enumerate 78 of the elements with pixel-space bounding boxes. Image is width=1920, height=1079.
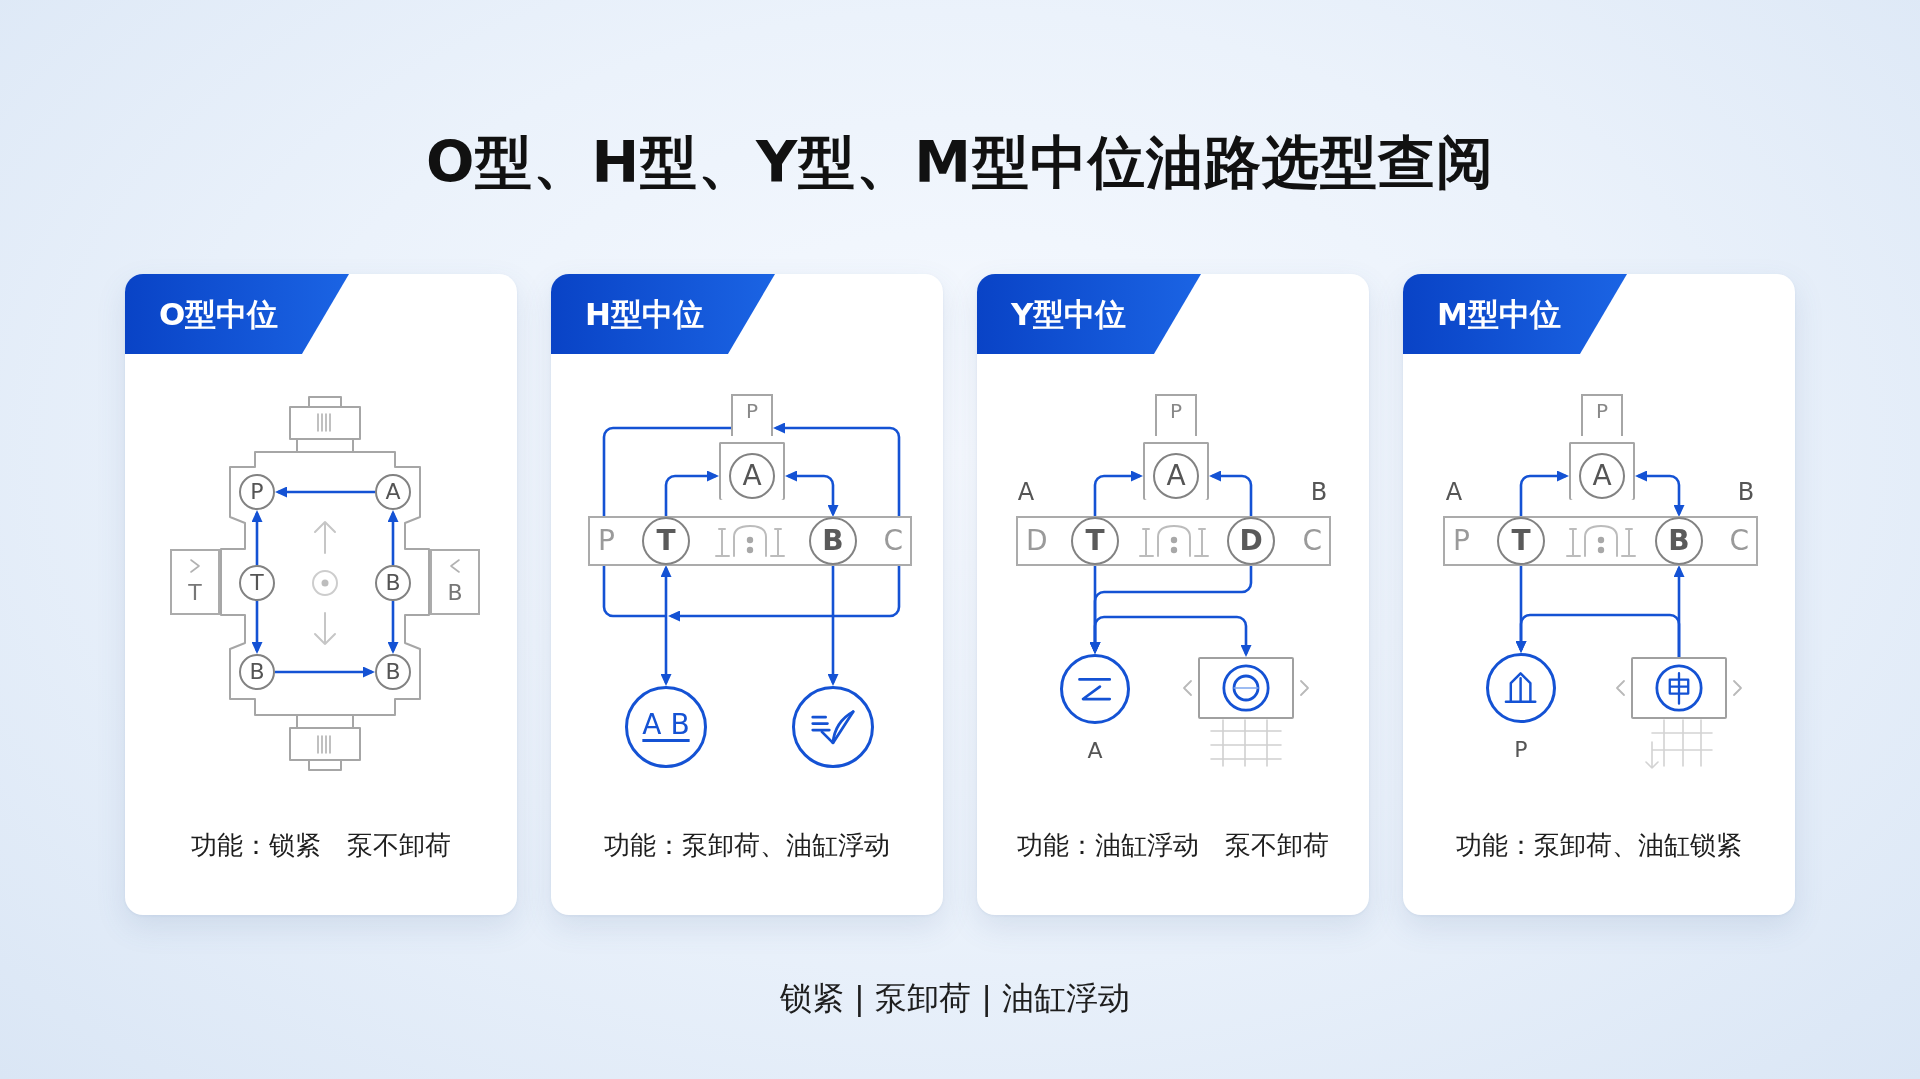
flow-arrow	[785, 470, 839, 517]
port-label: P	[598, 527, 615, 555]
port-circle: T	[1071, 517, 1119, 565]
summary-text: 锁紧 | 泵卸荷 | 油缸浮动	[779, 978, 1131, 1018]
port-circle: A	[1579, 453, 1625, 499]
info-card	[125, 274, 517, 915]
flow-arrow	[387, 510, 399, 565]
flow-arrow	[668, 566, 901, 622]
title-banner: H型中位	[551, 274, 775, 354]
flow-arrow	[664, 470, 719, 517]
valve-body	[220, 451, 430, 716]
port-label: B	[447, 582, 463, 604]
port-circle: B	[375, 565, 411, 601]
info-card	[551, 274, 943, 915]
flow-arrow	[660, 565, 672, 686]
port-circle: T	[239, 565, 275, 601]
port-label: A	[1445, 477, 1463, 507]
valve-block	[1569, 442, 1635, 500]
symbol-frame	[1198, 657, 1294, 719]
function-text: 功能：泵卸荷、油缸锁紧	[1456, 830, 1742, 862]
port-label: B	[1310, 477, 1328, 507]
port-circle: A	[729, 453, 775, 499]
port-label: D	[1026, 527, 1048, 555]
port-label: T	[188, 582, 202, 604]
port-label: B	[1737, 477, 1755, 507]
function-text: 功能：泵卸荷、油缸浮动	[604, 830, 890, 862]
flow-arrow	[1515, 613, 1681, 657]
port-label: P	[1453, 527, 1470, 555]
flow-arrow	[1519, 470, 1569, 517]
valve-block	[719, 442, 785, 500]
valve-block	[1143, 442, 1209, 500]
page-title: O型、H型、Y型、M型中位油路选型查阅	[425, 127, 1495, 197]
flow-arrow	[773, 422, 901, 516]
port-circle: A	[1153, 453, 1199, 499]
port-label: C	[1302, 527, 1322, 555]
port-circle: D	[1227, 517, 1275, 565]
port-circle: B	[239, 654, 275, 690]
flow-arrow	[251, 601, 263, 654]
port-circle: P	[239, 474, 275, 510]
port-box	[430, 549, 480, 615]
info-card	[977, 274, 1369, 915]
title-banner: Y型中位	[977, 274, 1201, 354]
flow-arrow	[1093, 470, 1143, 517]
port-label: A	[1017, 477, 1035, 507]
flow-arrow	[275, 486, 375, 498]
port-box	[170, 549, 220, 615]
function-text: 功能：油缸浮动 泵不卸荷	[1016, 830, 1330, 862]
port-circle: T	[642, 517, 690, 565]
valve-spool-bar	[1443, 516, 1758, 566]
port-circle: A	[375, 474, 411, 510]
title-banner: O型中位	[125, 274, 349, 354]
port-label: P	[1514, 739, 1528, 761]
flow-arrow	[827, 565, 839, 686]
port-label: A	[1087, 740, 1103, 762]
port-label: C	[883, 527, 903, 555]
port-circle: B	[375, 654, 411, 690]
port-circle: B	[1655, 517, 1703, 565]
valve-spool-bar	[588, 516, 912, 566]
port-circle: T	[1497, 517, 1545, 565]
flow-line	[602, 566, 665, 618]
flow-arrow	[387, 601, 399, 654]
flow-arrow	[251, 510, 263, 565]
symbol-circle: A B	[625, 686, 707, 768]
port-circle: B	[809, 517, 857, 565]
port-label: C	[1729, 527, 1749, 555]
valve-spool-bar	[1016, 516, 1331, 566]
flow-line	[602, 426, 731, 516]
port-box: P	[1581, 394, 1623, 436]
flow-arrow	[1635, 470, 1685, 517]
flow-arrow	[1089, 615, 1252, 657]
port-box: P	[1155, 394, 1197, 436]
flow-arrow	[275, 666, 375, 678]
info-card	[1403, 274, 1795, 915]
symbol-frame	[1631, 657, 1727, 719]
function-text: 功能：锁紧 泵不卸荷	[190, 830, 452, 862]
port-box: P	[731, 394, 773, 436]
title-banner: M型中位	[1403, 274, 1627, 354]
flow-arrow	[1209, 470, 1253, 517]
